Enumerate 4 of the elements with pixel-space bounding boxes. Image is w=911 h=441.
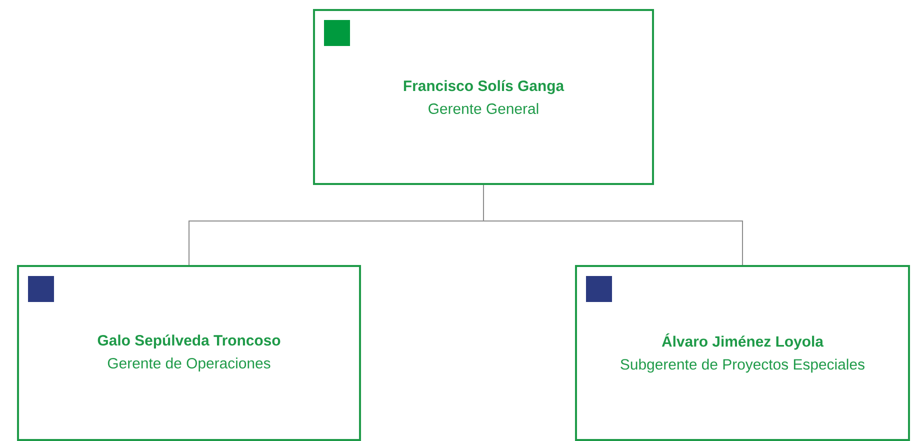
person-box: Álvaro Jiménez Loyola Subgerente de Proyectos Especiales bbox=[575, 265, 910, 441]
person-box: Galo Sepúlveda Troncoso Gerente de Operaciones bbox=[17, 265, 361, 441]
person-box: Francisco Solís Ganga Gerente General bbox=[313, 9, 654, 185]
connector-line bbox=[483, 184, 743, 266]
